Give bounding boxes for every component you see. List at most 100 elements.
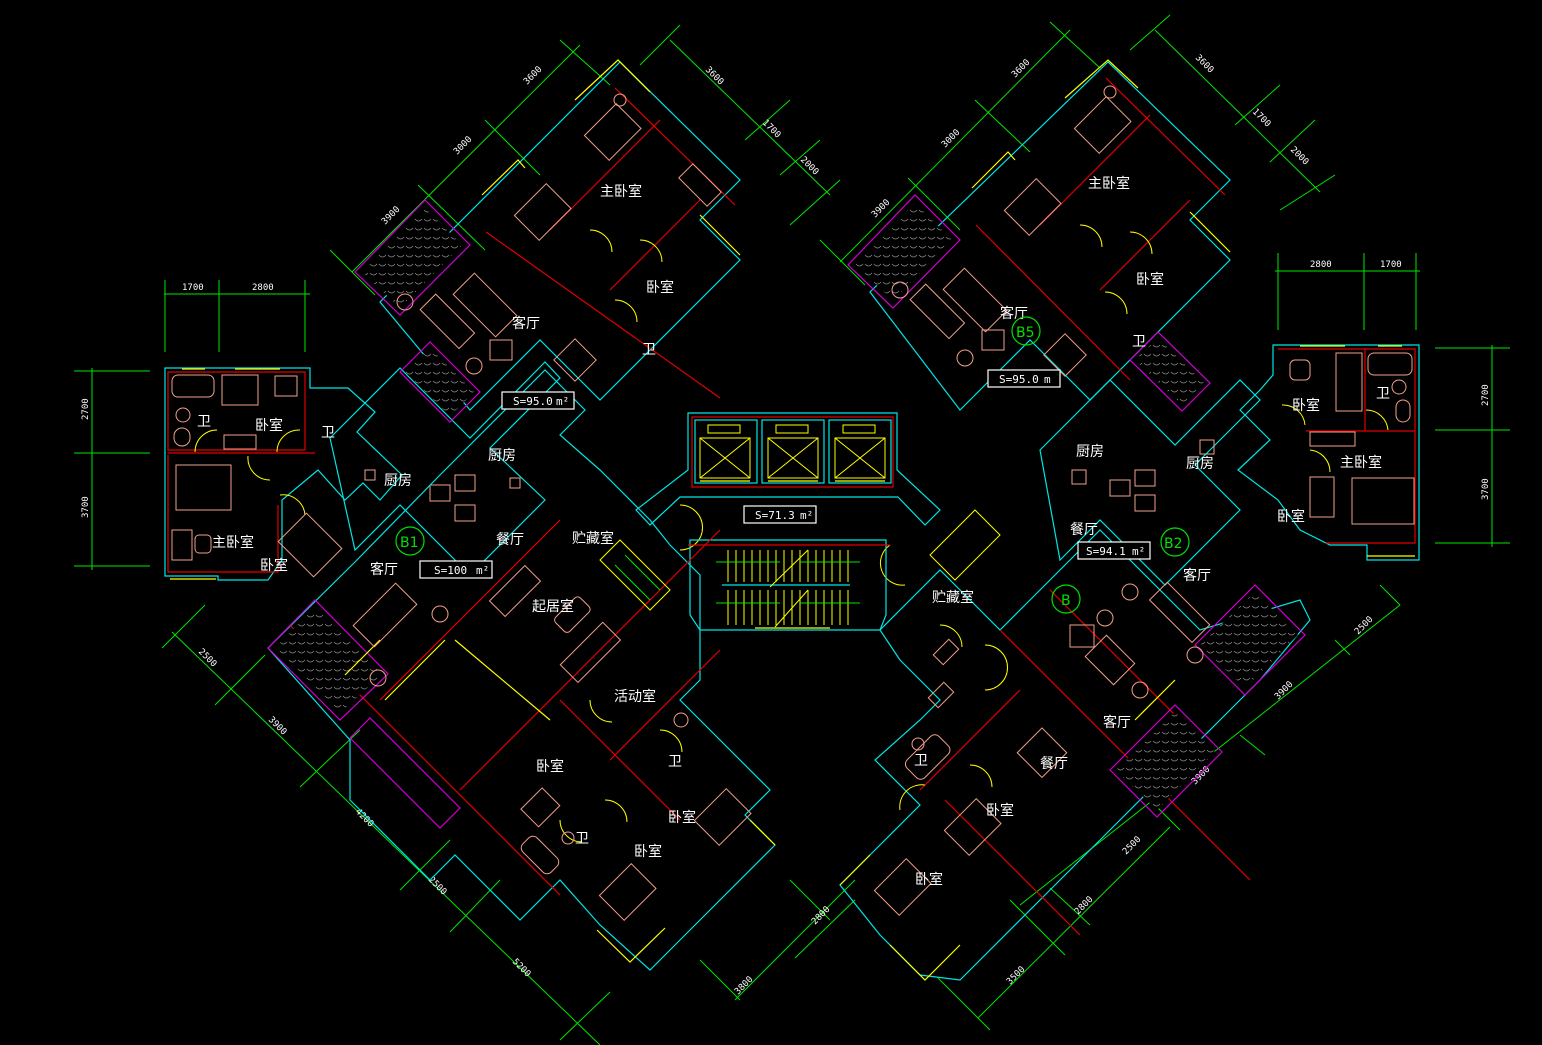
area-label-core: S=71.3 m² xyxy=(743,505,817,524)
room-label-bedroom: 卧室 xyxy=(1277,508,1305,525)
room-label-master-bedroom: 主卧室 xyxy=(1088,175,1130,192)
svg-text:m²: m² xyxy=(800,509,813,522)
left-middle-kitchens xyxy=(329,341,561,576)
dim-text: 3600 xyxy=(1193,53,1215,75)
room-label-living-room: 客厅 xyxy=(512,315,540,332)
dim-text: 3800 xyxy=(733,975,755,997)
left-unit-dimensions: 1700 2800 2700 3700 xyxy=(74,280,310,570)
svg-text:S=100: S=100 xyxy=(434,564,467,577)
dim-text: 2500 xyxy=(1121,835,1143,857)
stairwell xyxy=(688,539,890,631)
room-label-master-bedroom: 主卧室 xyxy=(1340,454,1382,471)
lower-left-furniture xyxy=(352,564,752,921)
room-label-bathroom: 卫 xyxy=(1132,334,1146,350)
room-label-bedroom: 卧室 xyxy=(915,871,943,888)
unit-tag-b1: B1 xyxy=(395,526,425,556)
svg-text:S=95.0: S=95.0 xyxy=(513,395,553,408)
svg-text:m²: m² xyxy=(1132,545,1145,558)
svg-text:B2: B2 xyxy=(1164,536,1183,552)
room-label-storage: 贮藏室 xyxy=(572,530,614,547)
room-label-kitchen: 厨房 xyxy=(488,448,516,464)
svg-text:B1: B1 xyxy=(400,535,419,551)
dim-text: 3500 xyxy=(1005,965,1027,987)
room-label-bedroom: 卧室 xyxy=(536,758,564,775)
dim-text: 3900 xyxy=(380,205,402,227)
dim-text: 3700 xyxy=(81,496,91,518)
area-label-b5-left: S=95.0 m² xyxy=(501,391,575,410)
room-label-living-room: 客厅 xyxy=(1000,305,1028,322)
right-middle-kitchens xyxy=(1039,331,1261,586)
svg-text:S=95.0: S=95.0 xyxy=(999,373,1039,386)
room-label-kitchen: 厨房 xyxy=(384,473,412,489)
right-unit-dimensions: 2800 1700 2700 3700 xyxy=(1275,253,1510,547)
room-label-living-room: 客厅 xyxy=(1183,567,1211,584)
lower-right-dimensions: 2500 3900 3900 2500 2800 3500 2800 3800 xyxy=(699,584,1401,1031)
room-label-master-bedroom: 主卧室 xyxy=(600,183,642,200)
dim-text: 4200 xyxy=(353,807,375,829)
svg-text:S=71.3: S=71.3 xyxy=(755,509,795,522)
area-label-b1: S=100 m² xyxy=(419,560,493,579)
stair-treads xyxy=(727,550,849,625)
unit-tags: B1 B5 B2 B xyxy=(395,316,1190,614)
room-label-bedroom: 卧室 xyxy=(1292,397,1320,414)
room-label-bathroom: 卫 xyxy=(1376,386,1390,402)
area-label-b5-right: S=95.0 m xyxy=(987,369,1061,388)
lower-left-dimensions: 2500 3900 4200 2500 5200 xyxy=(161,604,611,1045)
room-label-kitchen: 厨房 xyxy=(1076,444,1104,460)
room-label-master-bedroom: 主卧室 xyxy=(212,534,254,551)
upper-left-wing-walls xyxy=(354,59,741,411)
svg-text:B5: B5 xyxy=(1016,325,1035,341)
dim-text: 1700 xyxy=(1380,260,1402,270)
dim-text: 3600 xyxy=(1010,58,1032,80)
lower-left-walls xyxy=(267,369,776,971)
room-label-bathroom: 卫 xyxy=(914,753,928,769)
dim-text: 2700 xyxy=(1481,384,1491,406)
elevator-3 xyxy=(828,419,892,484)
room-label-dining-room: 餐厅 xyxy=(1070,522,1098,538)
elevator-1 xyxy=(694,419,758,484)
elevator-core xyxy=(635,412,941,586)
room-label-bathroom: 卫 xyxy=(197,414,211,430)
svg-text:m: m xyxy=(1044,373,1051,386)
room-label-bathroom: 卫 xyxy=(575,831,589,847)
room-label-living-room: 客厅 xyxy=(1103,714,1131,731)
room-label-sitting-room: 起居室 xyxy=(532,598,574,615)
room-label-dining-room: 餐厅 xyxy=(1040,756,1068,772)
lower-right-walls xyxy=(839,509,1311,981)
dim-text: 1700 xyxy=(760,118,782,140)
room-label-dining-room: 餐厅 xyxy=(496,532,524,548)
room-label-kitchen: 厨房 xyxy=(1186,456,1214,472)
dim-text: 2800 xyxy=(1310,260,1332,270)
svg-text:S=94.1: S=94.1 xyxy=(1086,545,1126,558)
dim-text: 1700 xyxy=(182,283,204,293)
room-label-bedroom: 卧室 xyxy=(1136,271,1164,288)
room-labels: 主卧室 卧室 客厅 卫 厨房 厨房 卫 卧室 卫 主卧室 卧室 客厅 餐厅 贮藏… xyxy=(197,175,1390,888)
upper-right-wing-furniture xyxy=(891,85,1132,377)
unit-tag-b: B xyxy=(1051,584,1081,614)
area-labels: S=95.0 m² S=95.0 m S=100 m² S=94.1 m² S=… xyxy=(419,369,1151,579)
dim-text: 2700 xyxy=(81,398,91,420)
room-label-bedroom: 卧室 xyxy=(668,809,696,826)
room-label-bathroom: 卫 xyxy=(668,754,682,770)
dim-text: 3700 xyxy=(1481,478,1491,500)
left-unit-walls xyxy=(164,367,403,581)
dim-text: 3900 xyxy=(1273,680,1295,702)
room-label-living-room: 客厅 xyxy=(370,561,398,578)
room-label-bathroom: 卫 xyxy=(642,342,656,358)
right-unit-furniture xyxy=(1289,352,1415,525)
unit-tag-b2: B2 xyxy=(1160,527,1190,557)
dim-text: 2800 xyxy=(1073,895,1095,917)
unit-tag-b5: B5 xyxy=(1011,316,1041,346)
svg-text:m²: m² xyxy=(556,395,569,408)
svg-text:m²: m² xyxy=(476,564,489,577)
dim-text: 3000 xyxy=(940,128,962,150)
dim-text: 3600 xyxy=(703,65,725,87)
room-label-bedroom: 卧室 xyxy=(634,843,662,860)
area-label-b2: S=94.1 m² xyxy=(1077,541,1151,560)
room-label-storage: 贮藏室 xyxy=(932,589,974,606)
elevator-2 xyxy=(761,419,825,484)
lower-right-furniture xyxy=(873,581,1211,916)
room-label-activity-room: 活动室 xyxy=(614,688,656,705)
dim-text: 2800 xyxy=(252,283,274,293)
